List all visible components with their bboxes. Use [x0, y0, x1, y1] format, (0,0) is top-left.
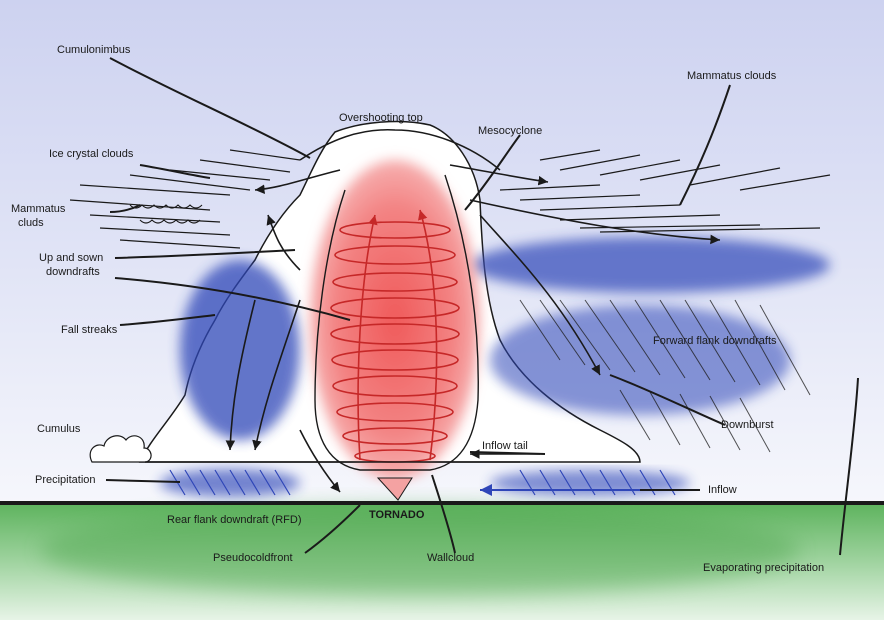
label-ice-crystal-clouds: Ice crystal clouds: [49, 148, 133, 161]
label-inflow-tail: Inflow tail: [482, 440, 528, 453]
label-evaporating-precipitation: Evaporating precipitation: [703, 562, 824, 575]
label-mammatus-clouds: Mammatus clouds: [687, 70, 776, 83]
label-inflow: Inflow: [708, 484, 737, 497]
label-precipitation: Precipitation: [35, 474, 96, 487]
label-pseudocoldfront: Pseudocoldfront: [213, 552, 293, 565]
label-downburst: Downburst: [721, 419, 774, 432]
label-overshooting-top: Overshooting top: [339, 112, 423, 125]
label-fall-streaks: Fall streaks: [61, 324, 117, 337]
label-cumulonimbus: Cumulonimbus: [57, 44, 130, 57]
label-up-sown-1: Up and sown: [39, 252, 103, 265]
label-wallcloud: Wallcloud: [427, 552, 474, 565]
label-mesocyclone: Mesocyclone: [478, 125, 542, 138]
label-up-sown-2: downdrafts: [46, 266, 100, 279]
label-tornado: TORNADO: [369, 509, 424, 522]
label-rfd: Rear flank downdraft (RFD): [167, 514, 302, 527]
label-forward-flank: Forward flank downdrafts: [653, 335, 777, 348]
label-mammatus-left-2: cluds: [18, 217, 44, 230]
downdraft-base-left: [160, 469, 300, 497]
label-cumulus: Cumulus: [37, 423, 80, 436]
downdraft-base-right: [490, 470, 690, 496]
label-mammatus-left-1: Mammatus: [11, 203, 65, 216]
